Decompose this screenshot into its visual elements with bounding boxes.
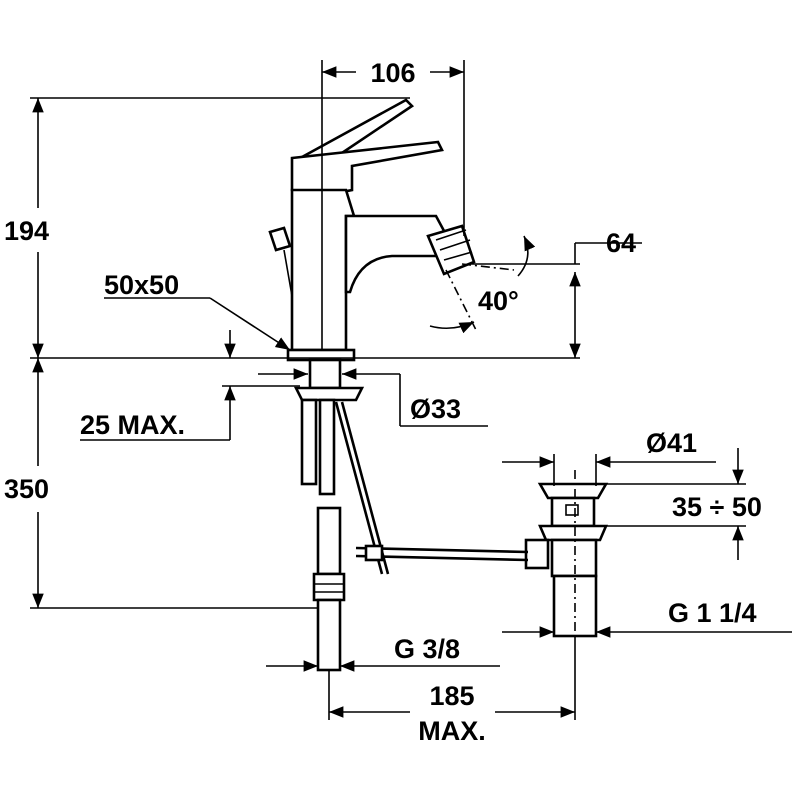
dim-angle-40: 40° <box>478 286 519 316</box>
flex-hose <box>316 506 342 576</box>
waste-flange <box>537 482 609 500</box>
spray-head <box>426 224 476 276</box>
pop-up-waste <box>355 482 609 638</box>
pop-up-knob <box>268 226 292 252</box>
shank <box>308 358 342 390</box>
dim-height-194: 194 <box>4 216 49 246</box>
faucet-body <box>268 98 476 672</box>
linkage-rod <box>355 546 529 554</box>
hose-nut <box>312 572 346 602</box>
dim-height-350: 350 <box>4 474 49 504</box>
dim-distance-max-label: MAX. <box>418 716 486 746</box>
dim-waste-range-35-50: 35 ÷ 50 <box>672 492 762 522</box>
dimension-lines <box>30 60 792 720</box>
waste-body <box>550 538 598 578</box>
supply-tube-left <box>300 398 318 486</box>
lever-connector <box>524 538 550 570</box>
dim-hole-diameter-33: Ø33 <box>410 394 461 424</box>
dim-distance-185: 185 <box>429 681 474 711</box>
dim-waste-diameter-41: Ø41 <box>646 428 697 458</box>
dim-supply-thread-g38: G 3/8 <box>394 634 460 664</box>
fixing-nut <box>293 386 365 402</box>
waste-plug <box>550 496 596 528</box>
dim-waste-thread-g114: G 1 1/4 <box>668 598 757 628</box>
supply-tube-right <box>318 398 336 496</box>
dim-width-106: 106 <box>370 58 415 88</box>
hose-end <box>316 598 342 672</box>
dim-thickness-25-max: 25 MAX. <box>80 410 185 440</box>
dim-spout-64: 64 <box>606 228 636 258</box>
waste-nut <box>538 524 608 542</box>
dim-base-50x50: 50x50 <box>104 270 179 300</box>
